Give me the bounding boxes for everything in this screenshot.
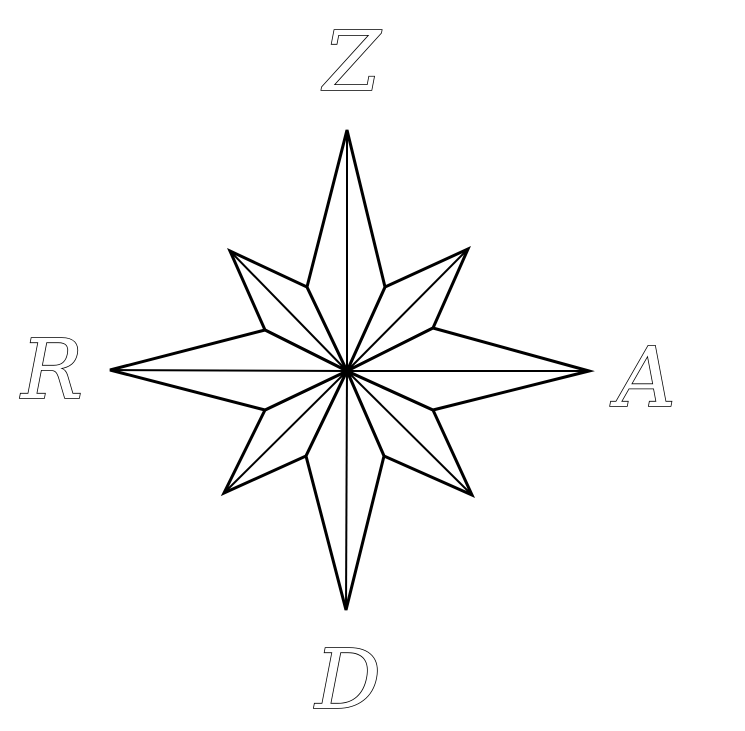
ray-spine-northeast — [346, 248, 469, 372]
north-label: Z — [321, 15, 383, 110]
ray-spine-northwest — [229, 250, 348, 372]
compass-rays — [109, 129, 595, 611]
west-label: R — [19, 323, 83, 418]
east-label: A — [609, 331, 675, 426]
ray-spine-south — [345, 370, 348, 611]
ray-spine-southwest — [223, 370, 348, 494]
ray-spine-west — [109, 369, 348, 372]
ray-spine-southeast — [346, 370, 473, 496]
south-label: D — [313, 633, 381, 728]
